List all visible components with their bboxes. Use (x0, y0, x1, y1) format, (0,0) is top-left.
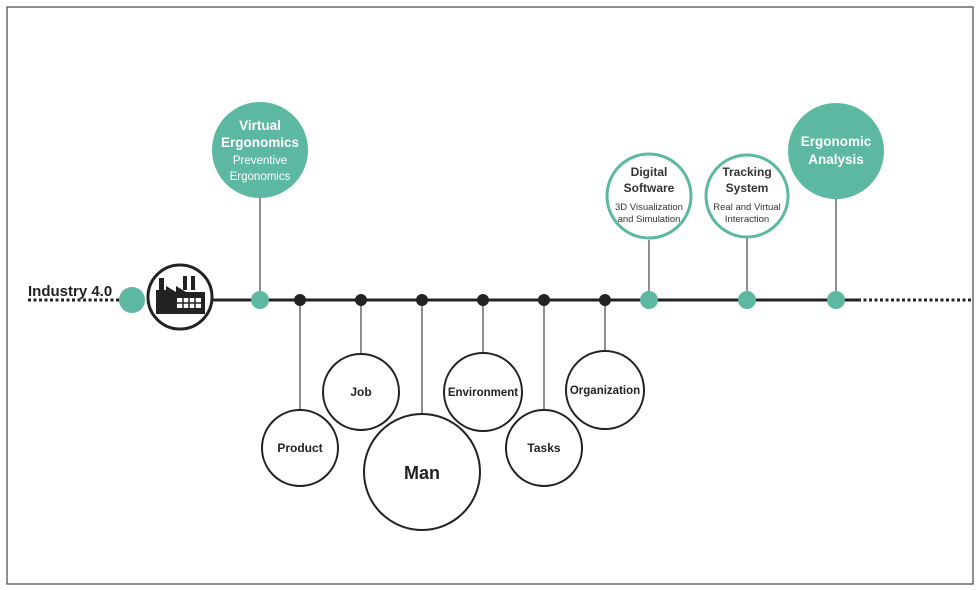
diagram-frame (6, 6, 974, 585)
tracking-system-sub-1: Real and Virtual (713, 202, 780, 213)
digital-software-title-2: Software (624, 181, 675, 195)
node-virtual-ergonomics: Virtual Ergonomics Preventive Ergonomics (212, 102, 308, 309)
timeline-dot-tasks (538, 294, 550, 306)
ergonomic-analysis-title-2: Analysis (808, 152, 864, 167)
node-tracking-system: Tracking System Real and Virtual Interac… (704, 153, 790, 309)
timeline-dot-organization (599, 294, 611, 306)
organization-label: Organization (570, 385, 640, 397)
virtual-ergonomics-sub-1: Preventive (233, 155, 287, 167)
node-ergonomic-analysis: Ergonomic Analysis (788, 103, 884, 309)
timeline-dot-virtual-ergonomics (251, 291, 269, 309)
timeline-start-dot (119, 287, 145, 313)
digital-software-title-1: Digital (631, 165, 668, 179)
tracking-system-sub-2: Interaction (725, 214, 769, 225)
timeline-dot-job (355, 294, 367, 306)
ergonomic-analysis-title-1: Ergonomic (801, 134, 872, 149)
virtual-ergonomics-sub-2: Ergonomics (230, 171, 291, 183)
environment-label: Environment (448, 387, 518, 399)
timeline-dot-environment (477, 294, 489, 306)
digital-software-sub-2: and Simulation (618, 214, 681, 225)
virtual-ergonomics-title-1: Virtual (239, 118, 281, 133)
timeline-dot-ergonomic-analysis (827, 291, 845, 309)
virtual-ergonomics-title-2: Ergonomics (221, 135, 299, 150)
node-product: Product (261, 294, 339, 487)
timeline-dot-tracking-system (738, 291, 756, 309)
timeline-dot-man (416, 294, 428, 306)
tracking-system-title-2: System (726, 181, 769, 195)
product-label: Product (277, 441, 322, 455)
tasks-label: Tasks (527, 441, 560, 455)
digital-software-sub-1: 3D Visualization (615, 202, 683, 213)
job-label: Job (350, 385, 371, 399)
timeline-start-label: Industry 4.0 (28, 283, 112, 300)
tracking-system-title-1: Tracking (722, 165, 771, 179)
node-environment: Environment (443, 294, 523, 432)
factory-icon (146, 263, 214, 331)
timeline-dot-digital-software (640, 291, 658, 309)
man-label: Man (404, 463, 440, 483)
node-man: Man (363, 294, 481, 531)
node-tasks: Tasks (505, 294, 583, 487)
node-organization: Organization (565, 294, 645, 430)
node-job: Job (322, 294, 400, 431)
timeline-dot-product (294, 294, 306, 306)
node-digital-software: Digital Software 3D Visualization and Si… (605, 152, 693, 309)
